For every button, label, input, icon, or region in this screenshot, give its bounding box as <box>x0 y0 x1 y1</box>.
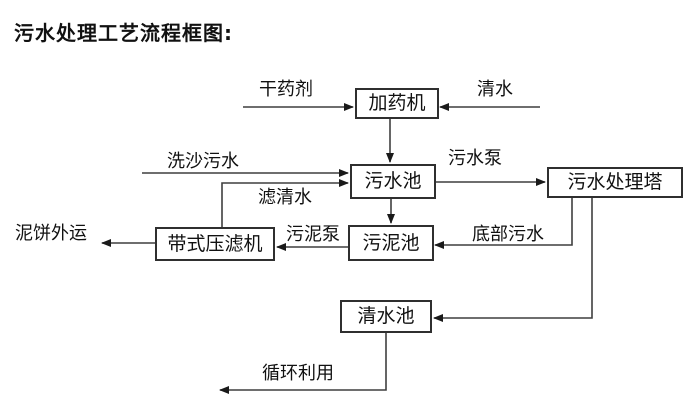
flow-label-filtered-water: 滤清水 <box>258 187 312 208</box>
arrow-bottom-sewage-to-sludge-pool <box>434 197 573 249</box>
node-belt-filter-press-label: 带式压滤机 <box>167 232 263 255</box>
node-sewage-pool-label: 污水池 <box>364 170 422 192</box>
node-sludge-pool-label: 污泥池 <box>362 231 420 254</box>
flow-label-bottom-sewage: 底部污水 <box>472 224 544 245</box>
node-dosing-machine-label: 加药机 <box>368 92 426 114</box>
flow-label-dry-agent: 干药剂 <box>259 79 313 100</box>
node-dosing-machine: 加药机 <box>355 88 439 119</box>
arrow-recycle-use <box>219 332 387 394</box>
page-title: 污水处理工艺流程框图: <box>14 21 233 45</box>
node-sewage-pool: 污水池 <box>350 164 436 199</box>
node-sludge-pool: 污泥池 <box>348 225 434 261</box>
flow-label-sludge-pump: 污泥泵 <box>286 224 340 245</box>
node-clean-water-pool: 清水池 <box>340 300 432 333</box>
arrow-treatment-tower-to-clean-water-pool <box>433 197 593 322</box>
flow-label-recycle-use: 循环利用 <box>262 363 334 384</box>
flow-label-mud-cake-out: 泥饼外运 <box>15 223 87 244</box>
node-treatment-tower-label: 污水处理塔 <box>567 171 663 193</box>
node-clean-water-pool-label: 清水池 <box>357 305 415 327</box>
node-belt-filter-press: 带式压滤机 <box>155 227 275 261</box>
flow-label-sand-washing-sewage: 洗沙污水 <box>167 151 239 172</box>
flow-label-sewage-pump: 污水泵 <box>448 148 502 169</box>
node-treatment-tower: 污水处理塔 <box>547 167 683 198</box>
arrow-filtered-water-to-sewage-pool <box>221 179 349 227</box>
flow-label-clean-water: 清水 <box>477 79 513 100</box>
